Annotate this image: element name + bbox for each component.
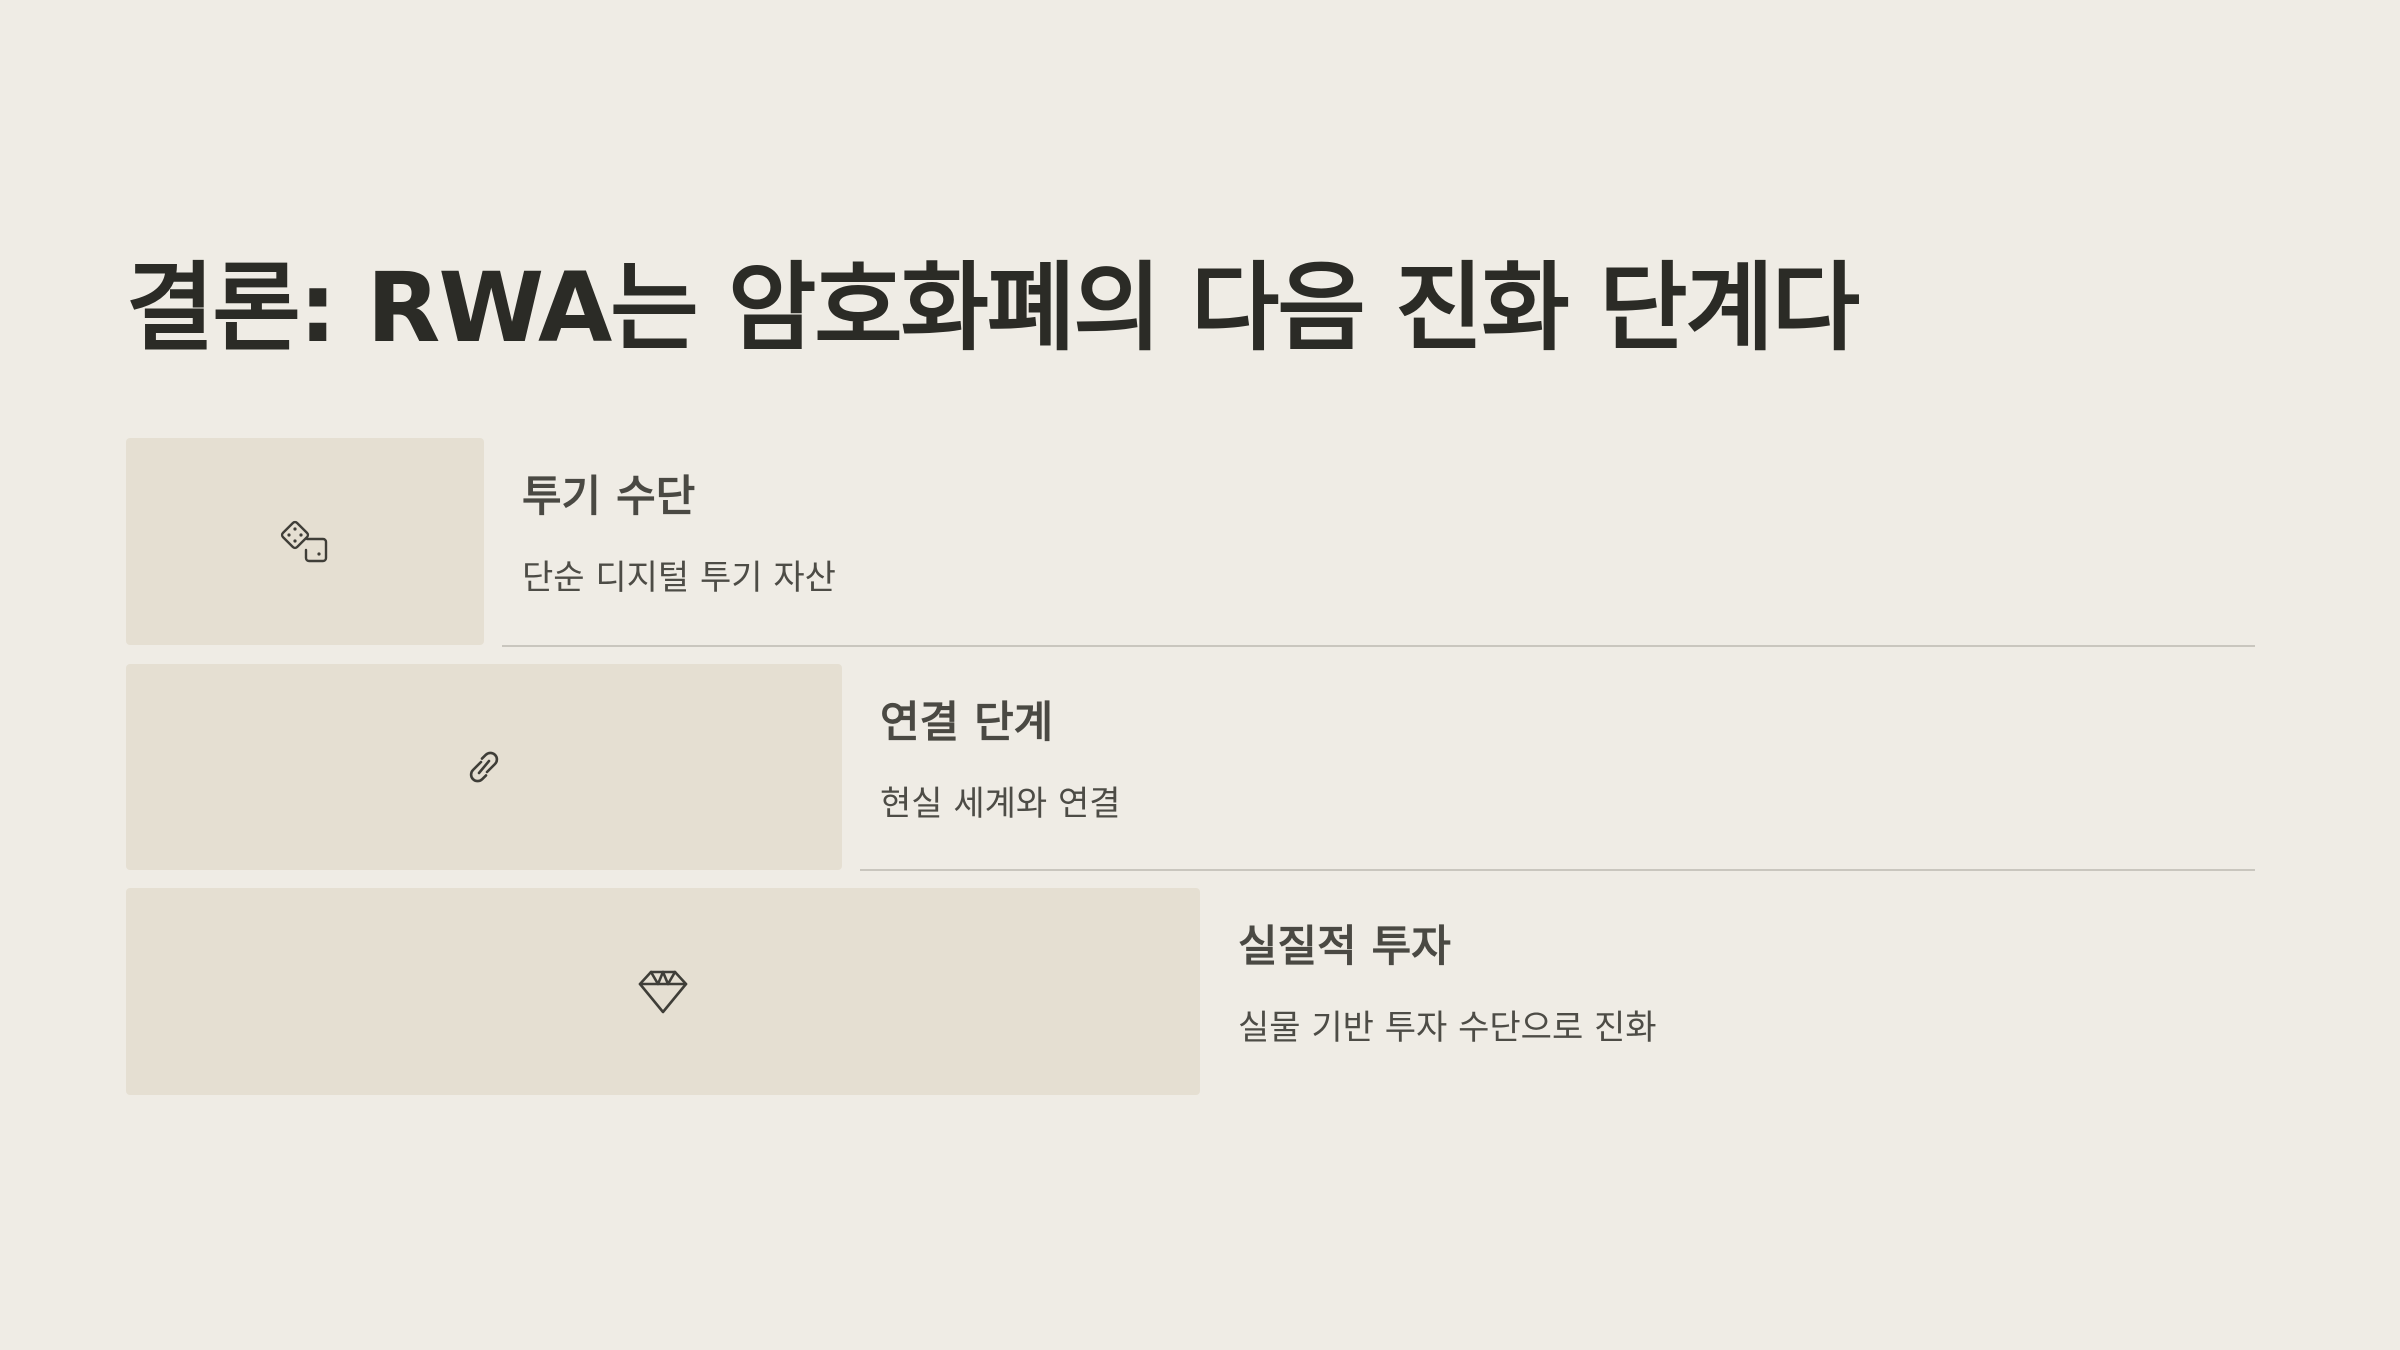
slide-title: 결론: RWA는 암호화폐의 다음 진화 단계다 [126,252,1860,364]
link-icon [459,747,509,787]
step-2-text: 연결 단계 현실 세계와 연결 [860,664,2255,871]
step-2-description: 현실 세계와 연결 [880,784,1121,824]
step-3-heading: 실질적 투자 [1238,922,1451,972]
step-1-box [126,438,484,645]
step-3-text: 실질적 투자 실물 기반 투자 수단으로 진화 [1218,888,2255,1095]
step-1-description: 단순 디지털 투기 자산 [522,558,836,598]
diamond-icon [636,967,690,1017]
step-2-heading: 연결 단계 [880,698,1054,748]
step-1-heading: 투기 수단 [522,472,696,522]
step-3-box [126,888,1200,1095]
step-1-text: 투기 수단 단순 디지털 투기 자산 [502,438,2255,647]
step-2-box [126,664,842,870]
dice-icon [279,519,331,565]
step-3-description: 실물 기반 투자 수단으로 진화 [1238,1008,1657,1048]
